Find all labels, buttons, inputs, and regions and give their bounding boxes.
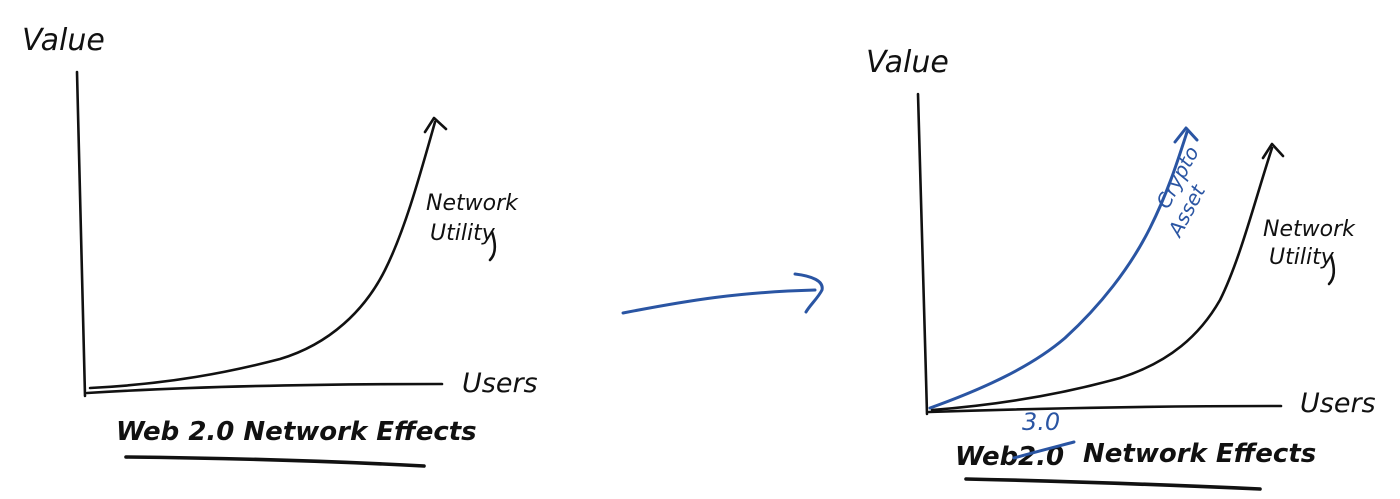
right-arrow-icon <box>621 272 824 315</box>
left-title-underline <box>124 455 426 468</box>
crypto-asset-curve <box>928 130 1189 410</box>
left-curve-label-line2: Utility <box>430 221 496 246</box>
right-title-underline <box>964 477 1262 491</box>
transition-arrow <box>621 272 824 315</box>
crypto-curve-arrowhead-icon <box>1173 126 1199 144</box>
right-label-tail <box>1327 254 1336 286</box>
left-y-axis <box>75 70 87 398</box>
right-curve-label-line2: Utility <box>1269 245 1335 270</box>
right-y-axis <box>916 92 929 416</box>
left-label-tail <box>488 230 497 262</box>
right-x-axis-label: Users <box>1300 388 1376 419</box>
right-x-axis <box>927 404 1283 414</box>
left-y-axis-label: Value <box>22 23 105 58</box>
right-diagram: Value Crypto Asset Network Utility Users… <box>866 45 1376 491</box>
left-network-utility-curve <box>88 120 437 390</box>
left-x-axis <box>85 382 444 395</box>
left-diagram: Value Network Utility Users Web 2.0 Netw… <box>22 23 538 468</box>
left-curve-label-line1: Network <box>426 191 519 216</box>
right-title-new-version: 3.0 <box>1022 408 1060 436</box>
left-title: Web 2.0 Network Effects <box>116 417 477 447</box>
right-y-axis-label: Value <box>866 45 949 80</box>
left-curve-arrowhead-icon <box>423 116 448 134</box>
strikethrough-line <box>1012 440 1076 460</box>
right-curve-label-line1: Network <box>1263 217 1356 242</box>
right-title-suffix: Network Effects <box>1083 439 1316 469</box>
left-x-axis-label: Users <box>462 368 538 399</box>
right-title-prefix: Web <box>955 442 1018 472</box>
right-curve-arrowhead-icon <box>1261 142 1285 160</box>
right-network-utility-curve <box>930 146 1274 412</box>
